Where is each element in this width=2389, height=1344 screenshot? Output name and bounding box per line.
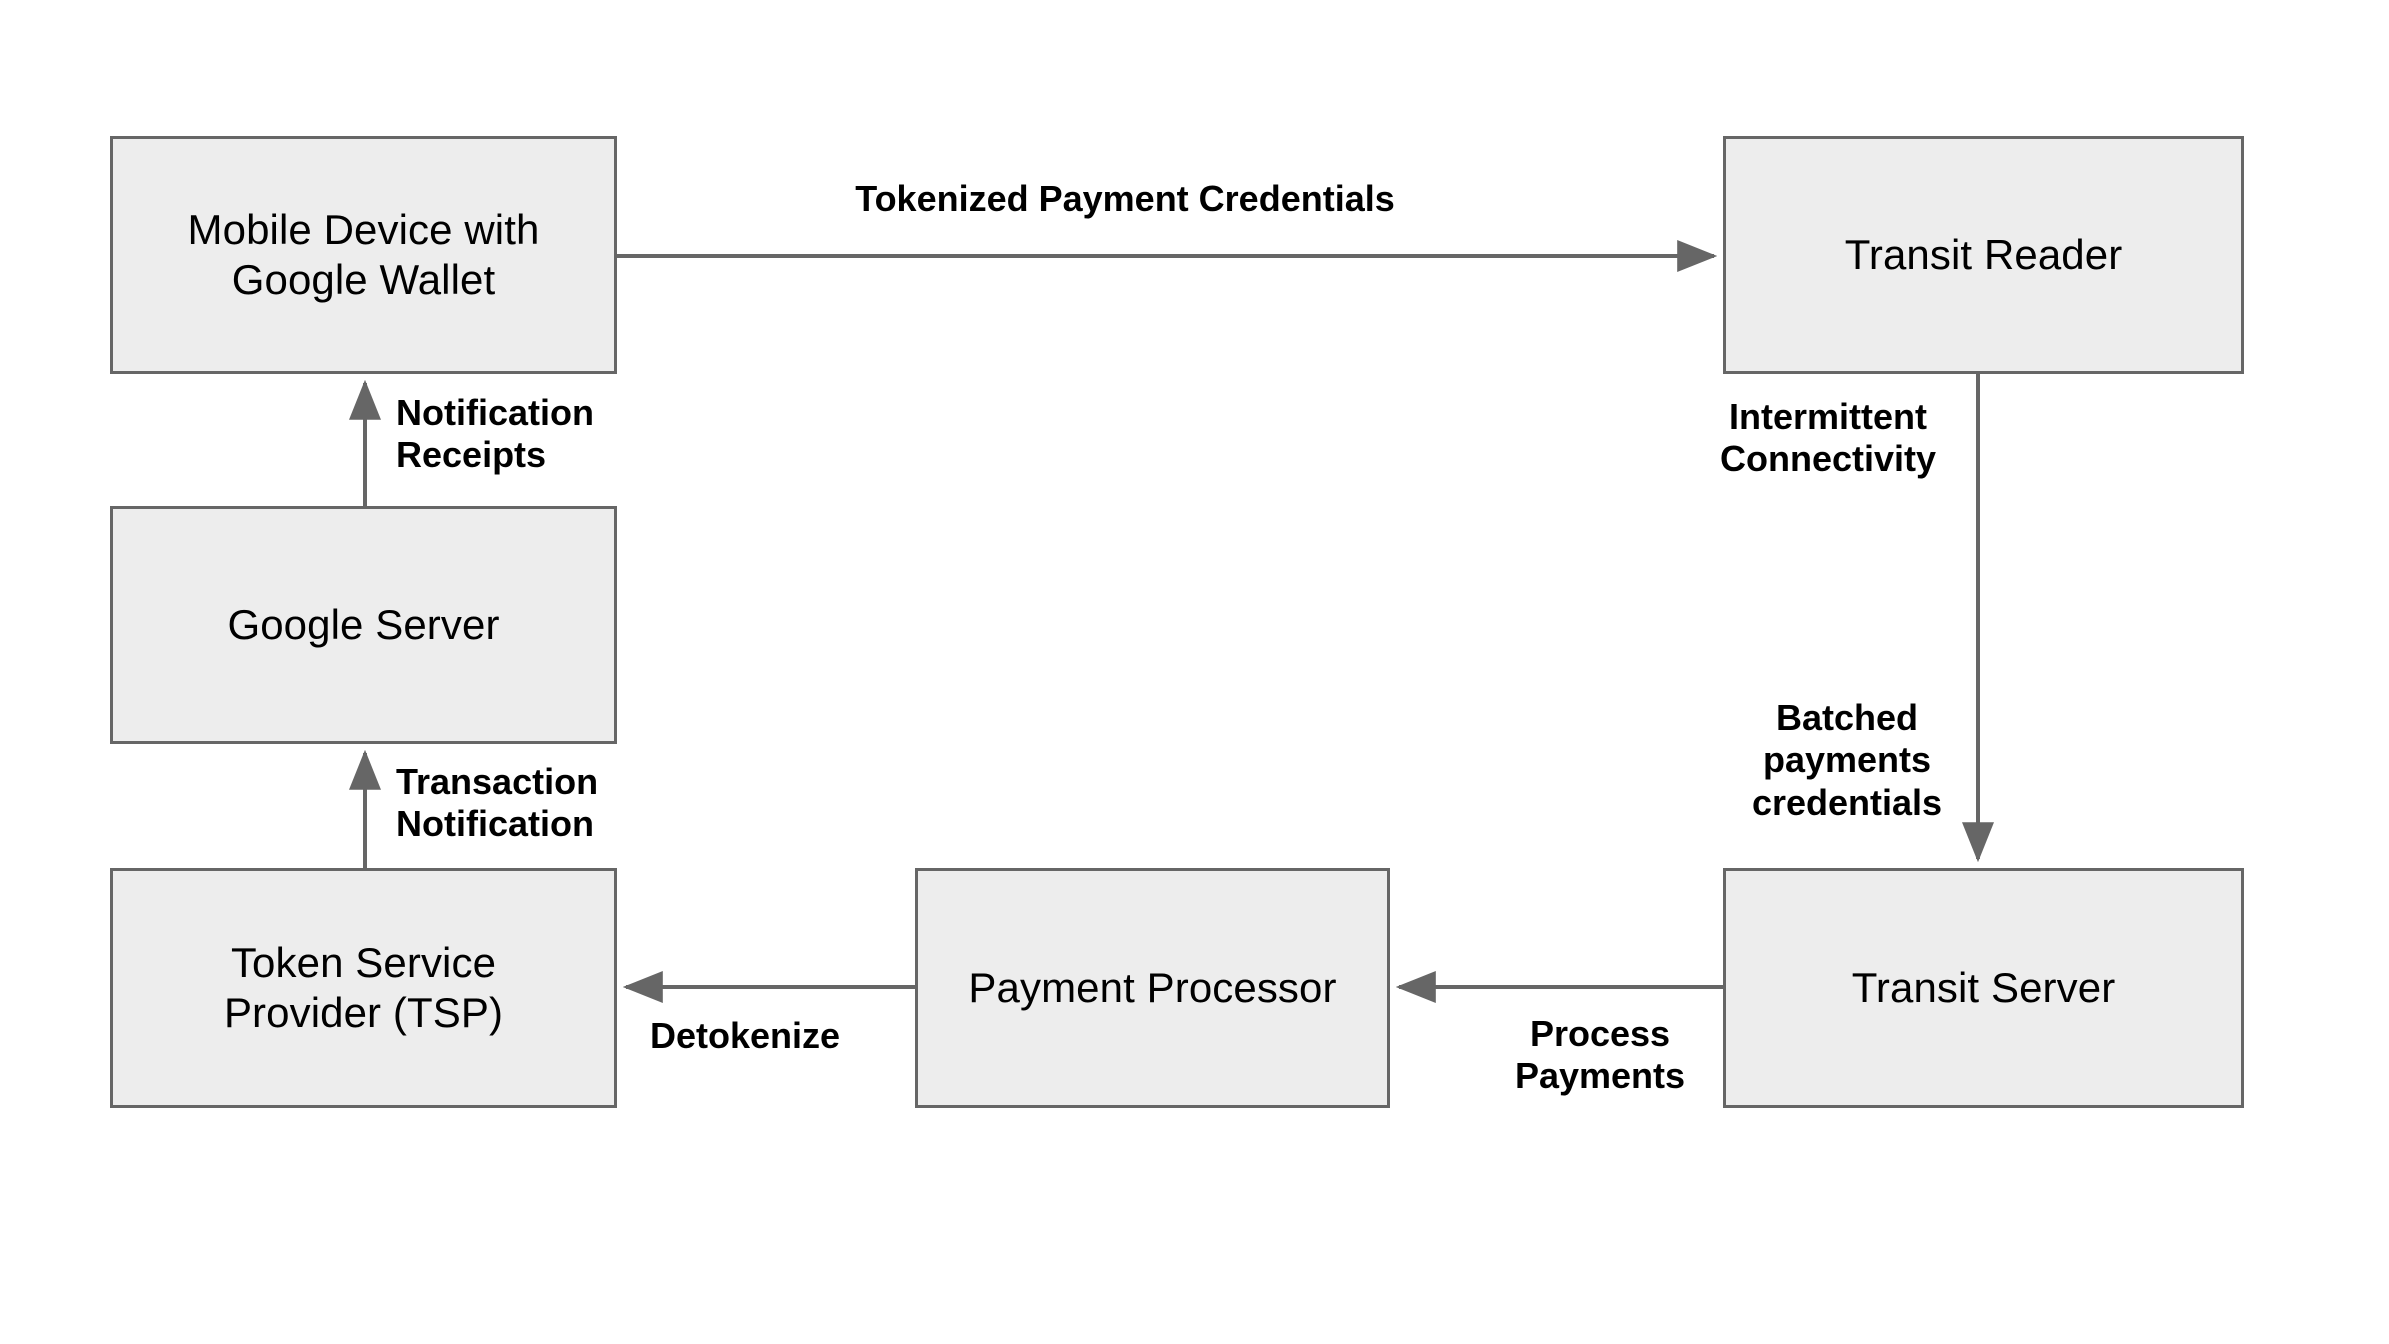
node-token-service-provider[interactable]: Token Service Provider (TSP) [110, 868, 617, 1108]
node-token-service-provider-label: Token Service Provider (TSP) [223, 939, 504, 1036]
edge-label-transaction-notification: Transaction Notification [396, 761, 599, 845]
edge-label-notification-receipts: Notification Receipts [396, 392, 594, 476]
node-payment-processor[interactable]: Payment Processor [915, 868, 1390, 1108]
node-transit-reader[interactable]: Transit Reader [1723, 136, 2244, 374]
node-google-server-label: Google Server [227, 601, 500, 649]
node-payment-processor-label: Payment Processor [968, 964, 1337, 1012]
edge-label-tokenized-payment-credentials: Tokenized Payment Credentials [855, 178, 1395, 219]
edge-label-detokenize: Detokenize [650, 1015, 841, 1056]
edge-label-process-payments: Process Payments [1514, 1013, 1686, 1097]
node-google-server[interactable]: Google Server [110, 506, 617, 744]
edge-label-intermittent-connectivity: Intermittent Connectivity [1719, 396, 1937, 480]
node-transit-server-label: Transit Server [1851, 964, 2116, 1012]
node-mobile-device[interactable]: Mobile Device with Google Wallet [110, 136, 617, 374]
node-transit-server[interactable]: Transit Server [1723, 868, 2244, 1108]
node-mobile-device-label: Mobile Device with Google Wallet [187, 206, 540, 303]
node-transit-reader-label: Transit Reader [1844, 231, 2123, 279]
edge-label-batched-payments-credentials: Batched payments credentials [1751, 697, 1943, 823]
